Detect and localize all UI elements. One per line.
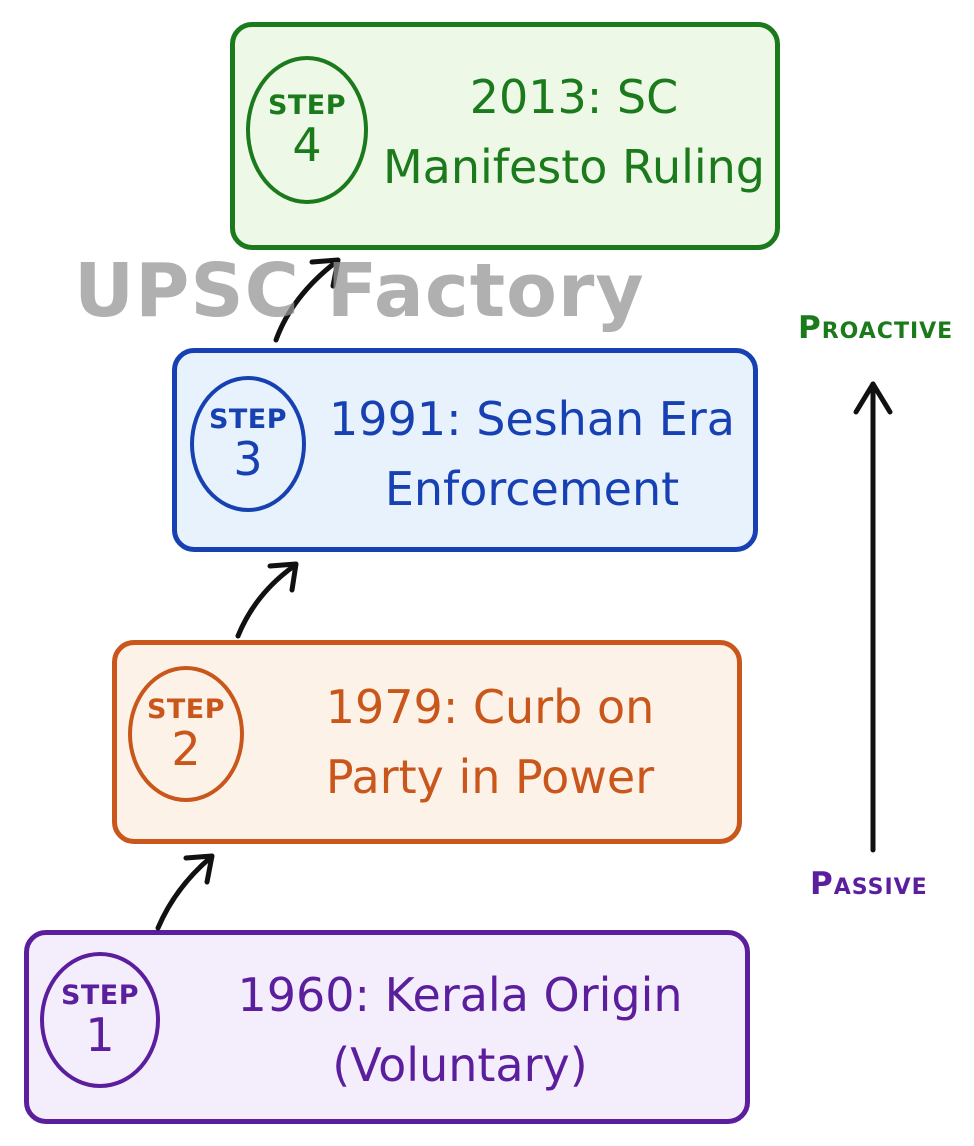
step-4-badge-word: STEP	[267, 90, 347, 121]
step-2-badge-word: STEP	[146, 694, 226, 725]
step-3-badge: STEP 3	[190, 376, 306, 512]
step-4-title: 2013: SC Manifesto Ruling	[374, 62, 774, 202]
arrow-step3-to-step4-head	[309, 257, 341, 289]
step-3-badge-word: STEP	[208, 404, 288, 435]
watermark-text: UPSC Factory	[74, 248, 645, 334]
step-1-title-line2: (Voluntary)	[332, 1038, 588, 1092]
step-2-badge: STEP 2	[128, 666, 244, 802]
arrow-step1-to-step2-head	[183, 853, 215, 885]
arrow-step2-to-step3	[235, 563, 297, 639]
step-2-title-line1: 1979: Curb on	[325, 680, 655, 734]
step-4-title-line1: 2013: SC	[469, 70, 679, 124]
step-3-title: 1991: Seshan Era Enforcement	[312, 384, 752, 524]
step-2-badge-number: 2	[171, 722, 201, 776]
step-4-badge-number: 4	[292, 118, 322, 172]
step-1-title: 1960: Kerala Origin (Voluntary)	[170, 960, 750, 1100]
arrow-step3-to-step4	[273, 259, 339, 343]
step-4-title-line2: Manifesto Ruling	[382, 140, 766, 194]
step-3-badge-number: 3	[233, 432, 263, 486]
axis-bottom-label: Passive	[810, 866, 928, 902]
step-1-title-line1: 1960: Kerala Origin	[237, 968, 683, 1022]
step-1-badge-word: STEP	[60, 980, 140, 1011]
step-1-badge-number: 1	[85, 1008, 115, 1062]
step-4-badge: STEP 4	[246, 56, 368, 204]
arrow-step2-to-step3-head	[267, 561, 299, 593]
step-3-title-line2: Enforcement	[384, 462, 680, 516]
step-3-title-line1: 1991: Seshan Era	[329, 392, 735, 446]
step-1-badge: STEP 1	[40, 952, 160, 1088]
step-2-title-line2: Party in Power	[325, 750, 655, 804]
step-2-title: 1979: Curb on Party in Power	[250, 672, 730, 812]
arrow-step1-to-step2	[155, 855, 213, 931]
axis-top-label: Proactive	[798, 310, 954, 346]
progress-axis-head	[853, 381, 893, 415]
